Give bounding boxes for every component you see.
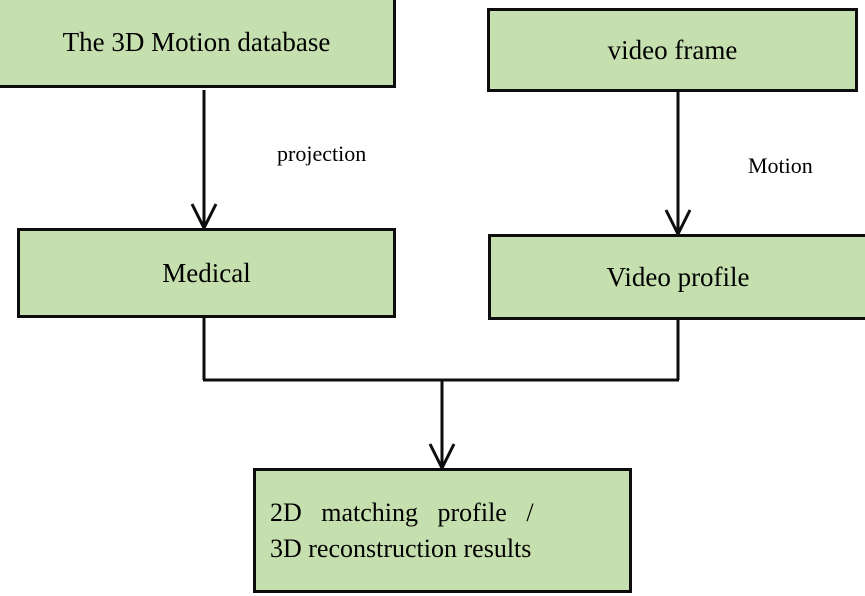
node-video-profile-label: Video profile [606, 261, 750, 292]
connector-motion-db-to-medical [190, 90, 218, 232]
node-results-label-line1: 2D matching profile / [270, 498, 534, 528]
node-video-frame[interactable]: video frame [487, 8, 858, 92]
node-results-label-line2: 3D reconstruction results [270, 533, 532, 563]
node-motion-database-label: The 3D Motion database [62, 27, 331, 58]
connector-video-frame-to-video-profile [664, 92, 692, 238]
node-medical[interactable]: Medical [17, 228, 396, 318]
connector-merge-to-results [202, 318, 680, 472]
edge-label-projection: projection [277, 141, 367, 166]
edge-label-motion: Motion [748, 153, 813, 178]
node-results[interactable]: 2D matching profile / 3D reconstruction … [253, 468, 632, 593]
node-video-frame-label: video frame [607, 34, 738, 65]
node-medical-label: Medical [162, 257, 251, 288]
node-video-profile[interactable]: Video profile [488, 234, 865, 320]
node-motion-database[interactable]: The 3D Motion database [0, 0, 396, 88]
